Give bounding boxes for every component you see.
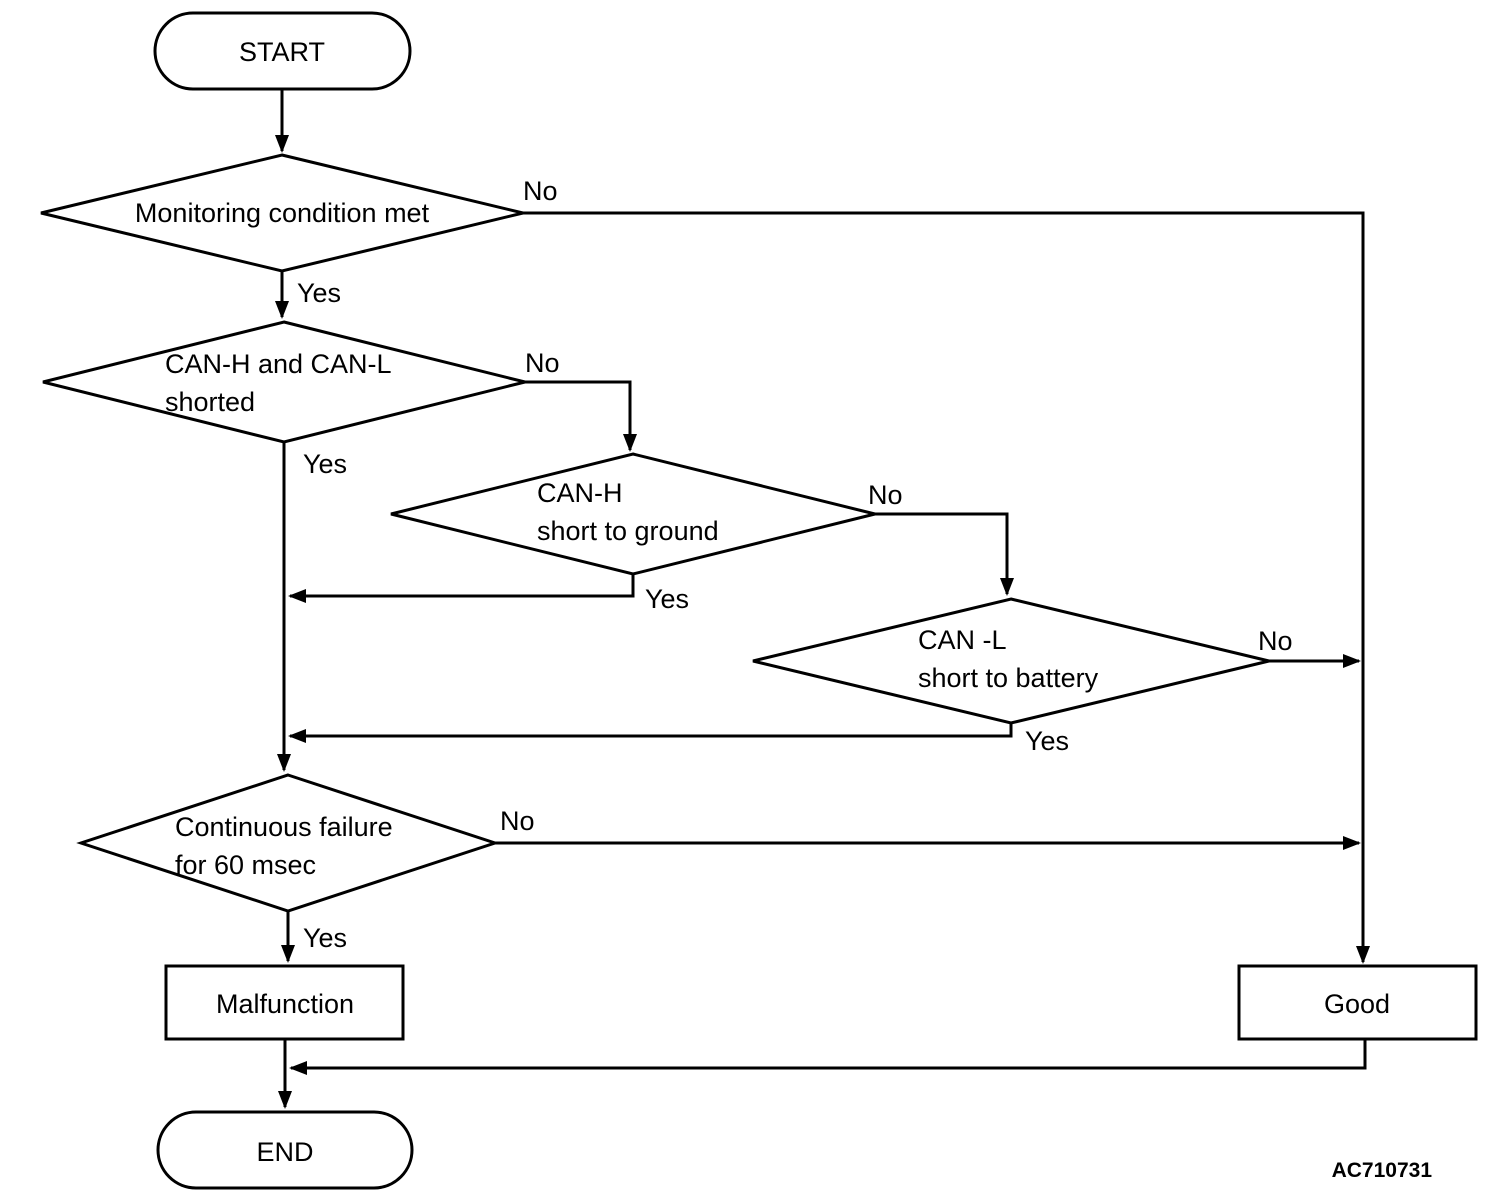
good-node bbox=[1237, 964, 1478, 1041]
continuous-failure-label-line2: for 60 msec bbox=[175, 850, 316, 880]
edge-label-continuous-failure-no: No bbox=[500, 806, 535, 836]
can-h-ground-label-line1: CAN-H bbox=[537, 478, 623, 508]
can-shorted-label-line1: CAN-H and CAN-L bbox=[165, 349, 392, 379]
can-l-battery-label-line2: short to battery bbox=[918, 663, 1099, 693]
can-l-battery-decision bbox=[752, 597, 1270, 725]
edge-label-can-h-ground-yes: Yes bbox=[645, 584, 689, 614]
edge-label-monitoring-yes: Yes bbox=[297, 278, 341, 308]
monitoring-decision bbox=[40, 153, 524, 273]
continuous-failure-label-line1: Continuous failure bbox=[175, 812, 393, 842]
monitoring-label: Monitoring condition met bbox=[135, 198, 430, 228]
edge-label-can-l-battery-yes: Yes bbox=[1025, 726, 1069, 756]
can-shorted-label-line2: shorted bbox=[165, 387, 255, 417]
start-node bbox=[153, 11, 412, 91]
edge-good-to-end bbox=[289, 1039, 1367, 1075]
edge-label-continuous-failure-yes: Yes bbox=[303, 923, 347, 953]
can-l-battery-label-line1: CAN -L bbox=[918, 625, 1007, 655]
edge-monitoring-no-to-good bbox=[523, 211, 1370, 964]
can-h-ground-label-line2: short to ground bbox=[537, 516, 719, 546]
can-h-ground-decision bbox=[390, 452, 876, 576]
malfunction-node bbox=[164, 964, 405, 1041]
edge-label-can-l-battery-no: No bbox=[1258, 626, 1293, 656]
good-label: Good bbox=[1324, 989, 1390, 1019]
edge-can-l-battery-yes bbox=[288, 723, 1013, 743]
edge-label-monitoring-no: No bbox=[523, 176, 558, 206]
edge-can-h-ground-no bbox=[875, 512, 1014, 596]
edge-can-shorted-no bbox=[525, 380, 637, 452]
continuous-failure-decision bbox=[76, 773, 500, 913]
edge-label-can-shorted-yes: Yes bbox=[303, 449, 347, 479]
edge-label-can-shorted-no: No bbox=[525, 348, 560, 378]
end-node bbox=[156, 1110, 414, 1190]
start-label: START bbox=[239, 37, 325, 67]
figure-code: AC710731 bbox=[1332, 1159, 1433, 1182]
edge-can-h-ground-yes bbox=[288, 574, 635, 603]
edge-label-can-h-ground-no: No bbox=[868, 480, 903, 510]
end-label: END bbox=[256, 1137, 313, 1167]
can-shorted-decision bbox=[42, 320, 526, 444]
malfunction-label: Malfunction bbox=[216, 989, 354, 1019]
